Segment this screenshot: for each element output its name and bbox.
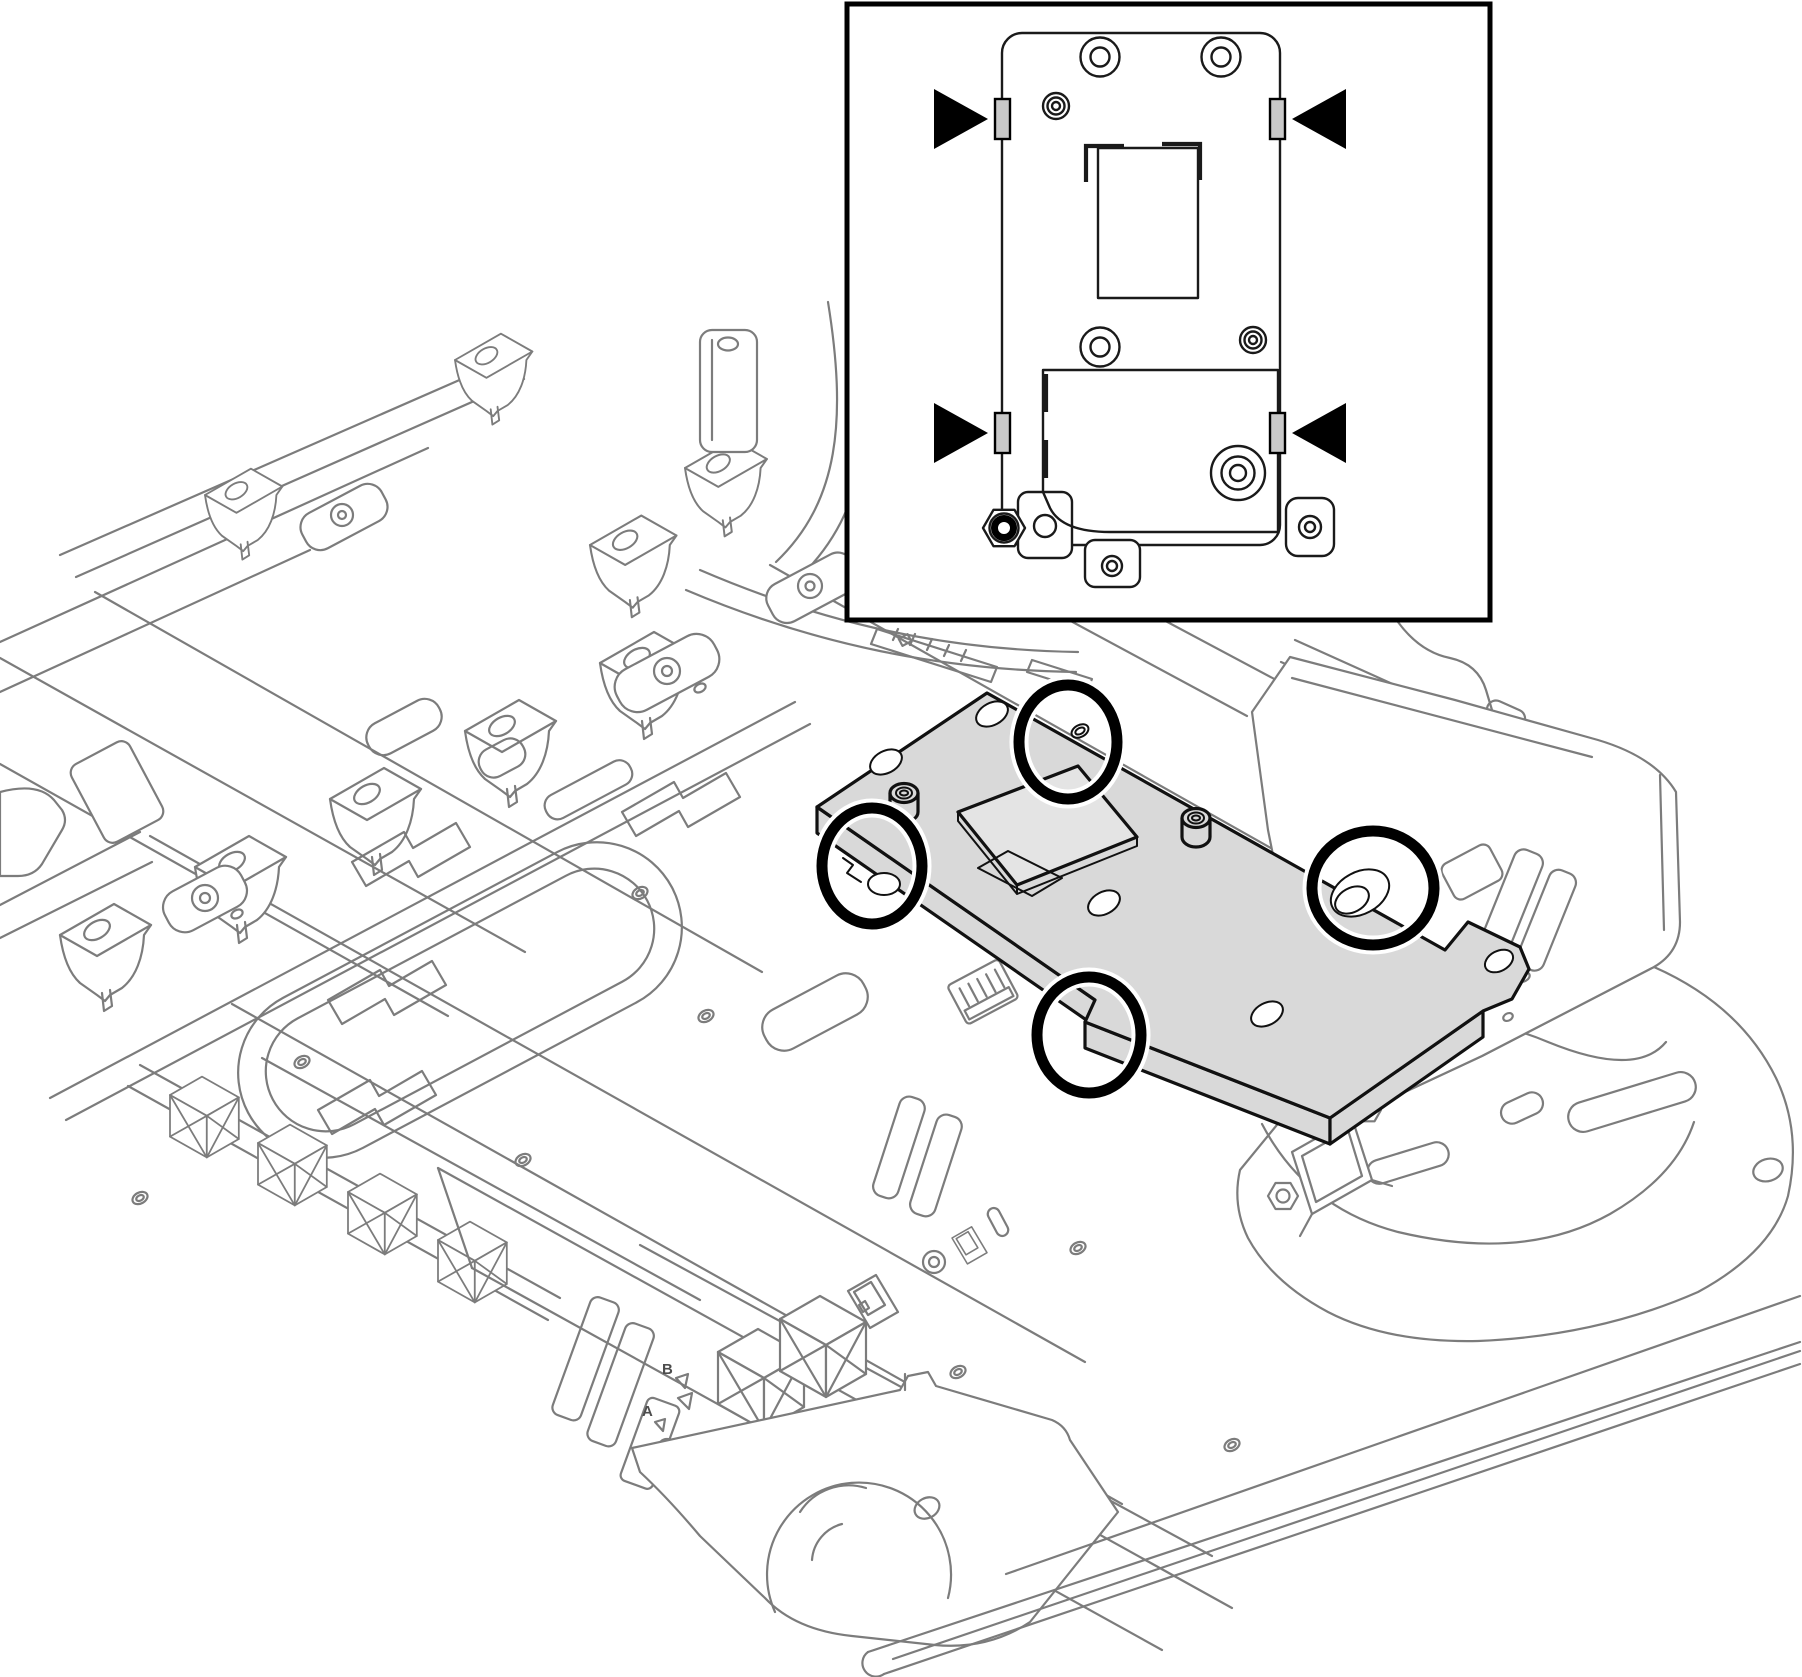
callout-circle [1027,967,1151,1103]
cold-plate-towers-top [58,332,534,579]
connector-row [126,1063,562,1322]
guide-pin-hole [1070,723,1090,739]
rj45-port-small [951,1226,988,1265]
cooling-loop [237,841,683,1159]
edge-notch [867,872,901,896]
bay-label-b: B [662,1361,673,1378]
standoff-post [1180,806,1212,849]
tower-cluster-center [588,328,860,714]
label-plate [977,850,1063,897]
retention-clip [993,97,1012,141]
alignment-arrow-icon [934,403,988,463]
rj45-port [846,1273,900,1330]
callout-circle [812,798,932,934]
front-bracket [630,1294,1802,1677]
pin-header-connector [947,959,1019,1025]
callout-circle [1009,675,1127,809]
callout-circle [1302,821,1444,955]
retention-clip [993,411,1012,455]
cold-plate-towers-left [48,630,812,1122]
inset-panel [844,1,1493,623]
bay-label-a: A [642,1403,653,1420]
alignment-arrow-icon [1292,403,1346,463]
hex-standoff [981,508,1027,548]
alignment-arrow-icon [934,89,988,149]
clip-tabs [993,97,1287,455]
usb-port [986,1206,1010,1238]
slide-rail [861,1294,1802,1677]
countersunk-hole [1329,868,1391,918]
retention-clip [1268,97,1287,141]
bracket-back-view [981,31,1336,589]
alignment-arrows [934,89,1346,463]
plate-cutouts [129,697,1243,1455]
left-edge-blocks [0,740,165,940]
callout-circles [812,675,1444,1103]
retention-clip [1268,411,1287,455]
power-button-icon [921,1249,947,1275]
screw-tab-hole [1483,948,1515,974]
alignment-arrow-icon [1292,89,1346,149]
